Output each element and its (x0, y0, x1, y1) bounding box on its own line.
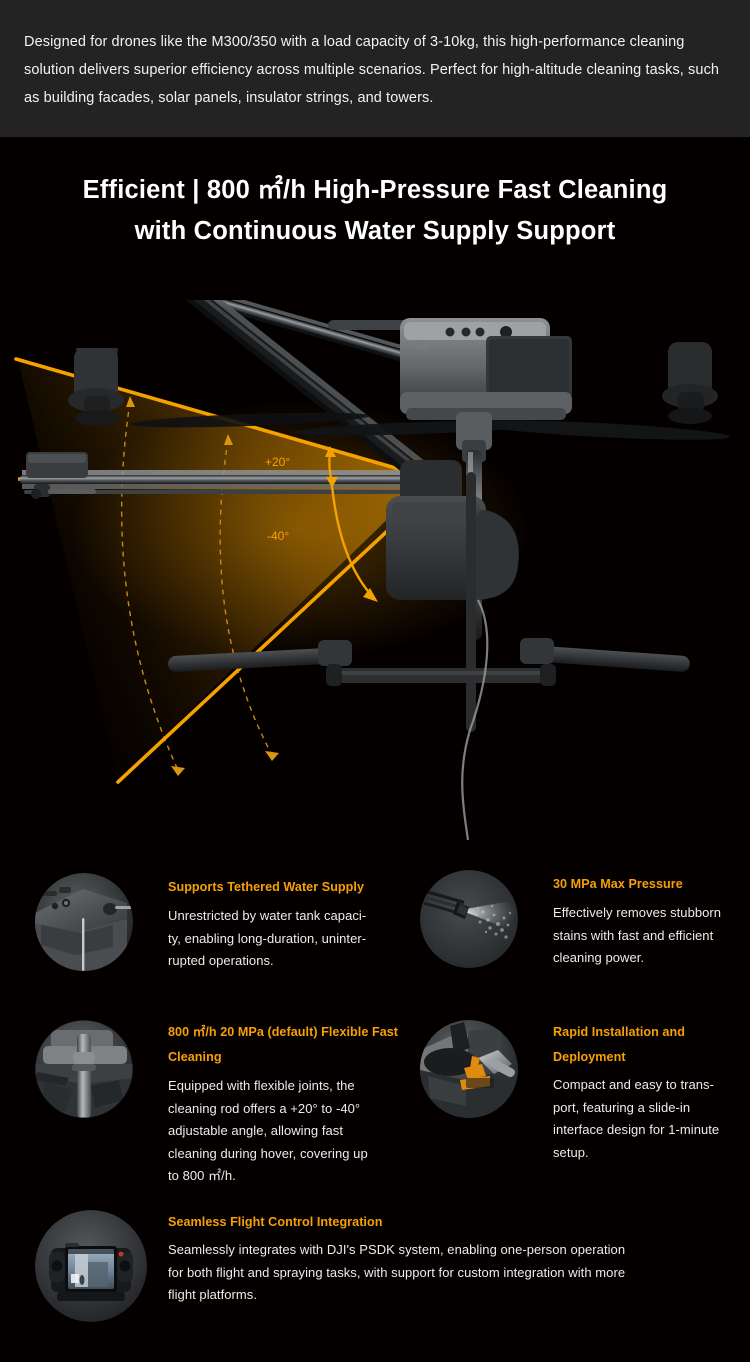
angle-up-label: +20° (265, 455, 290, 469)
feature-body: Equipped with flexible joints, the clean… (168, 1078, 368, 1183)
remote-controller-photo (35, 1210, 147, 1322)
hero-illustration: +20° -40° (0, 300, 750, 840)
feature-title: 30 MPa Max Pressure (553, 877, 683, 891)
cleaning-payload-module (386, 460, 519, 600)
angle-guide-arcs (121, 401, 273, 771)
flexible-joint-photo (35, 1020, 133, 1118)
landing-gear (326, 472, 556, 732)
drone-aircraft (68, 318, 730, 840)
angle-guide-arrowheads (126, 396, 279, 776)
feature-body: Effectively removes stubborn stains with… (553, 905, 722, 965)
feature-title: 800 ㎡/h 20 MPa (default) Flexible Fast C… (168, 1025, 399, 1064)
water-tether-hose (461, 599, 489, 840)
drone-fuselage (328, 318, 572, 420)
page-headline: Efficient | 800 ㎡/h High-Pressure Fast C… (0, 170, 750, 252)
feature-title: Supports Tethered Water Supply (168, 880, 365, 894)
drone-angle-diagram: +20° -40° (0, 300, 750, 840)
water-inlet-port-photo (35, 873, 133, 971)
feature-body: Compact and easy to trans- port, featuri… (553, 1077, 720, 1160)
feature-title: Seamless Flight Control Integration (168, 1215, 383, 1229)
intro-band: Designed for drones like the M300/350 wi… (0, 0, 750, 137)
spray-nozzle-photo (420, 870, 518, 968)
feature-body: Unrestricted by water tank capaci- ty, e… (168, 908, 367, 968)
drone-arm-right (520, 342, 718, 672)
feature-title: Rapid Installation and Deployment (553, 1025, 685, 1064)
drone-arm-left (68, 348, 352, 672)
headline-line-2: with Continuous Water Supply Support (134, 217, 616, 245)
angle-down-label: -40° (267, 529, 289, 543)
feature-body: Seamlessly integrates with DJI's PSDK sy… (168, 1242, 626, 1302)
quick-release-latch-photo (420, 1020, 518, 1118)
angle-annotations: +20° -40° (265, 446, 378, 602)
intro-paragraph: Designed for drones like the M300/350 wi… (24, 34, 720, 106)
headline-line-1: Efficient | 800 ㎡/h High-Pressure Fast C… (82, 176, 668, 204)
